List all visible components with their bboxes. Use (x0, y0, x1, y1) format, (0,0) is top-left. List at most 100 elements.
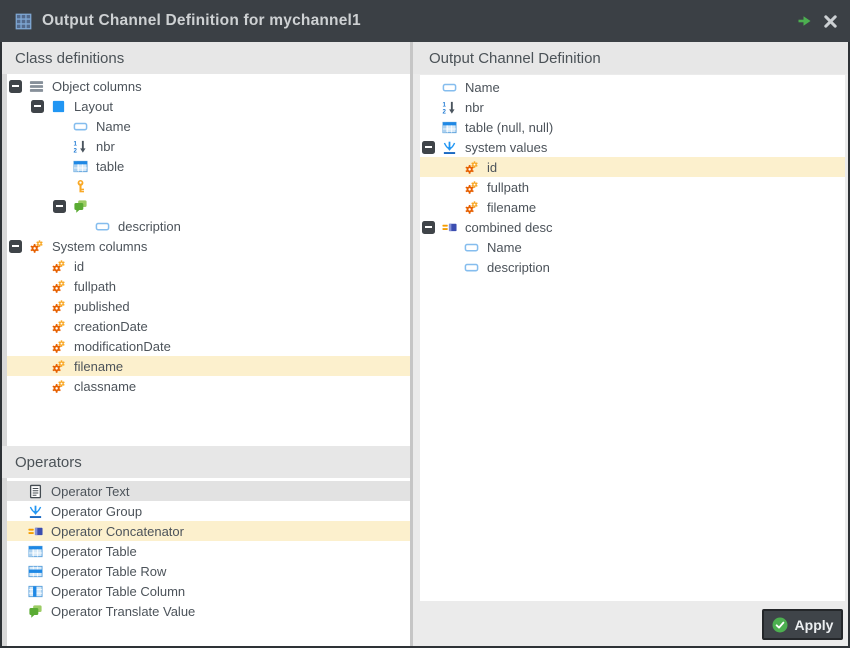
list-item[interactable]: Operator Table Column (7, 581, 410, 601)
tree-item[interactable]: System columns (7, 236, 410, 256)
gears-icon (51, 339, 66, 354)
tree-item[interactable]: id (420, 157, 845, 177)
svg-text:1: 1 (442, 101, 446, 108)
concat-icon (28, 524, 43, 539)
tree-item[interactable]: table (null, null) (420, 117, 845, 137)
field-icon (95, 219, 110, 234)
item-label: id (487, 159, 498, 175)
item-label: Operator Table (51, 543, 137, 559)
concat-icon (442, 220, 457, 235)
tree-item[interactable]: Name (420, 77, 845, 97)
gears-icon (51, 359, 66, 374)
object-columns-icon (29, 79, 44, 94)
close-icon[interactable] (822, 13, 838, 29)
table-icon (73, 159, 88, 174)
tree-item[interactable]: creationDate (7, 316, 410, 336)
indent-spacer (53, 146, 73, 147)
tree-item[interactable]: combined desc (420, 217, 845, 237)
item-label: creationDate (74, 318, 148, 334)
tree-item[interactable]: filename (7, 356, 410, 376)
item-label: nbr (465, 99, 484, 115)
collapse-toggle-icon[interactable] (31, 99, 44, 113)
tree-item[interactable]: table (7, 156, 410, 176)
collapse-toggle-icon[interactable] (422, 220, 435, 234)
indent-spacer (444, 267, 464, 268)
indent-spacer (75, 226, 95, 227)
list-item[interactable]: Operator Concatenator (7, 521, 410, 541)
indent-spacer (444, 187, 464, 188)
indent-spacer (31, 266, 51, 267)
item-label: Name (465, 79, 500, 95)
tree-item[interactable]: id (7, 256, 410, 276)
chat-icon (73, 199, 88, 214)
list-item[interactable]: Operator Translate Value (7, 601, 410, 621)
item-label: classname (74, 378, 137, 394)
indent-spacer (444, 247, 464, 248)
collapse-toggle-icon[interactable] (422, 140, 435, 154)
item-label: Name (96, 118, 131, 134)
gears-icon (464, 200, 479, 215)
tree-item[interactable]: classname (7, 376, 410, 396)
indent-spacer (31, 386, 51, 387)
table-grid-icon (15, 13, 32, 30)
indent-spacer (444, 207, 464, 208)
gears-icon (29, 239, 44, 254)
collapse-toggle-icon[interactable] (9, 239, 22, 253)
tree-item[interactable]: Name (420, 237, 845, 257)
forward-arrow-icon[interactable] (797, 13, 813, 29)
tree-item[interactable] (7, 196, 410, 216)
tree-item[interactable]: system values (420, 137, 845, 157)
operators-header: Operators (2, 446, 410, 478)
gears-icon (51, 299, 66, 314)
tree-item[interactable]: fullpath (420, 177, 845, 197)
item-label: nbr (96, 138, 115, 154)
indent-spacer (422, 107, 442, 108)
collapse-toggle-icon[interactable] (9, 79, 22, 93)
svg-text:1: 1 (73, 140, 77, 147)
title-bar: Output Channel Definition for mychannel1 (0, 0, 850, 42)
item-label: Operator Table Row (51, 563, 167, 579)
item-label: filename (487, 199, 537, 215)
panel-splitter[interactable] (410, 42, 413, 646)
gears-icon (51, 319, 66, 334)
key-icon (73, 179, 88, 194)
output-channel-header: Output Channel Definition (413, 42, 848, 74)
class-definitions-title: Class definitions (15, 49, 125, 67)
group-icon (28, 504, 43, 519)
output-channel-title: Output Channel Definition (429, 49, 601, 67)
item-label: filename (74, 358, 124, 374)
tree-item[interactable]: published (7, 296, 410, 316)
tree-item[interactable]: Object columns (7, 76, 410, 96)
item-label: Operator Text (51, 483, 130, 499)
layout-icon (51, 99, 66, 114)
dialog-title: Output Channel Definition for mychannel1 (42, 12, 361, 29)
tree-item[interactable]: filename (420, 197, 845, 217)
apply-button[interactable]: Apply (762, 609, 843, 640)
table-col-icon (28, 584, 43, 599)
collapse-toggle-icon[interactable] (53, 199, 66, 213)
list-item[interactable]: Operator Group (7, 501, 410, 521)
operators-title: Operators (15, 453, 82, 471)
indent-spacer (31, 366, 51, 367)
tree-item[interactable]: Layout (7, 96, 410, 116)
tree-item[interactable]: modificationDate (7, 336, 410, 356)
list-item[interactable]: Operator Table (7, 541, 410, 561)
tree-item[interactable]: description (7, 216, 410, 236)
tree-item[interactable]: description (420, 257, 845, 277)
tree-item[interactable]: fullpath (7, 276, 410, 296)
indent-spacer (422, 127, 442, 128)
table-row-icon (28, 564, 43, 579)
list-item[interactable]: Operator Table Row (7, 561, 410, 581)
tree-item[interactable] (7, 176, 410, 196)
tree-item[interactable]: Name (7, 116, 410, 136)
list-item[interactable]: Operator Text (7, 481, 410, 501)
item-label: Operator Concatenator (51, 523, 184, 539)
